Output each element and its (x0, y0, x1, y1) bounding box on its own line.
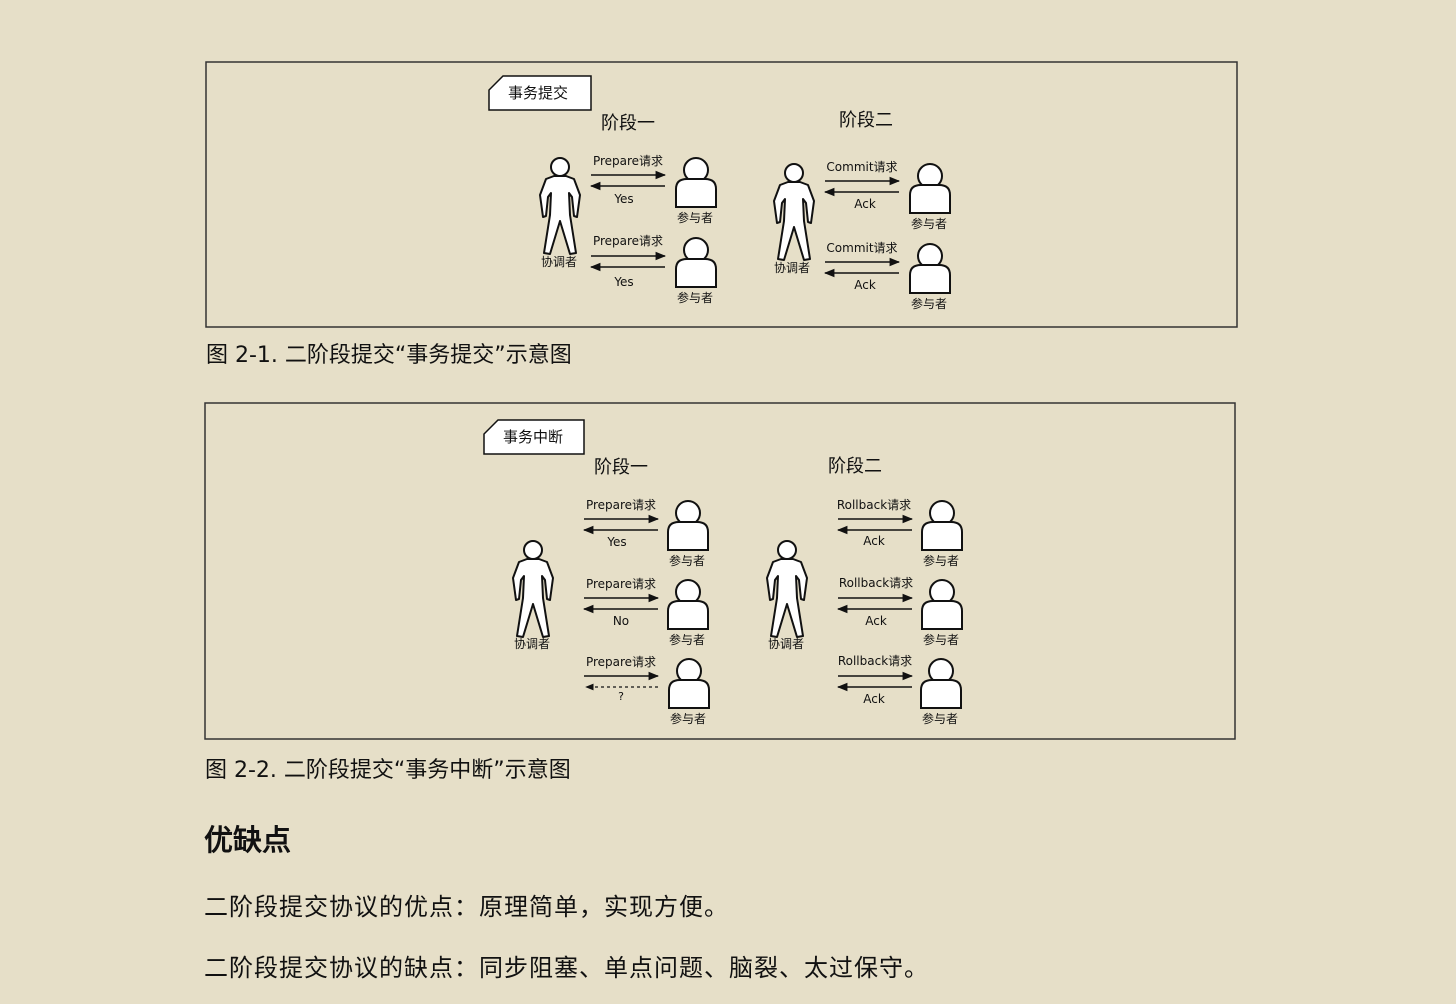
participant-label: 参与者 (923, 553, 959, 568)
participant-icon (667, 579, 709, 630)
request-label: Prepare请求 (593, 154, 663, 168)
participant-icon (909, 243, 951, 294)
coordinator-icon (773, 163, 815, 261)
figure-1-tab-label: 事务提交 (508, 84, 568, 102)
figure-1-phase1-title: 阶段一 (601, 113, 655, 134)
coordinator-label: 协调者 (768, 636, 804, 651)
participant-icon (675, 237, 717, 288)
figure-2-caption: 图 2-2. 二阶段提交“事务中断”示意图 (205, 758, 571, 783)
participant-label: 参与者 (922, 711, 958, 726)
participant-icon (667, 500, 709, 551)
request-label: Prepare请求 (586, 655, 656, 669)
participant-label: 参与者 (911, 216, 947, 231)
response-label: ? (618, 690, 624, 703)
participant-label: 参与者 (677, 290, 713, 305)
request-label: Rollback请求 (837, 498, 911, 512)
section-heading: 优缺点 (204, 823, 292, 857)
response-label: Ack (854, 278, 876, 292)
response-label: Yes (613, 275, 633, 289)
request-label: Prepare请求 (586, 577, 656, 591)
participant-label: 参与者 (669, 632, 705, 647)
figure-1-transaction-commit: 事务提交 阶段一 阶段二 协调者 Prepare请求 Yes 参与者 Prepa… (205, 61, 1238, 328)
participant-icon (921, 579, 963, 630)
coordinator-icon (539, 157, 581, 255)
request-label: Commit请求 (826, 160, 897, 174)
coordinator-label: 协调者 (514, 636, 550, 651)
request-label: Commit请求 (826, 241, 897, 255)
coordinator-label: 协调者 (541, 254, 577, 269)
figure-2-phase1-title: 阶段一 (594, 457, 648, 478)
figure-1-phase2-title: 阶段二 (839, 110, 893, 131)
response-label: Ack (863, 534, 885, 548)
coordinator-icon (766, 540, 808, 638)
participant-label: 参与者 (670, 711, 706, 726)
participant-label: 参与者 (677, 210, 713, 225)
participant-label: 参与者 (669, 553, 705, 568)
participant-icon (909, 163, 951, 214)
figure-1-tab-shape (488, 75, 592, 111)
participant-icon (668, 658, 710, 709)
figure-1-frame (205, 61, 1238, 328)
participant-label: 参与者 (911, 296, 947, 311)
response-label: No (613, 614, 629, 628)
response-label: Ack (854, 197, 876, 211)
participant-icon (920, 658, 962, 709)
figure-2-tab-label: 事务中断 (503, 428, 563, 446)
response-label: Yes (613, 192, 633, 206)
participant-icon (675, 157, 717, 208)
disadvantages-paragraph: 二阶段提交协议的缺点：同步阻塞、单点问题、脑裂、太过保守。 (204, 954, 929, 982)
request-label: Rollback请求 (838, 654, 912, 668)
request-label: Rollback请求 (839, 576, 913, 590)
figure-2-transaction-abort: 事务中断 阶段一 阶段二 协调者 Prepare请求 Yes 参与者 Prepa… (204, 402, 1236, 740)
coordinator-label: 协调者 (774, 260, 810, 275)
response-label: Ack (863, 692, 885, 706)
request-label: Prepare请求 (586, 498, 656, 512)
request-label: Prepare请求 (593, 234, 663, 248)
figure-1-caption: 图 2-1. 二阶段提交“事务提交”示意图 (206, 343, 572, 368)
participant-icon (921, 500, 963, 551)
response-label: Ack (865, 614, 887, 628)
figure-2-tab-shape (483, 419, 585, 455)
figure-2-frame (204, 402, 1236, 740)
advantages-paragraph: 二阶段提交协议的优点：原理简单，实现方便。 (204, 893, 729, 921)
participant-label: 参与者 (923, 632, 959, 647)
figure-2-phase2-title: 阶段二 (828, 456, 882, 477)
response-label: Yes (606, 535, 626, 549)
coordinator-icon (512, 540, 554, 638)
